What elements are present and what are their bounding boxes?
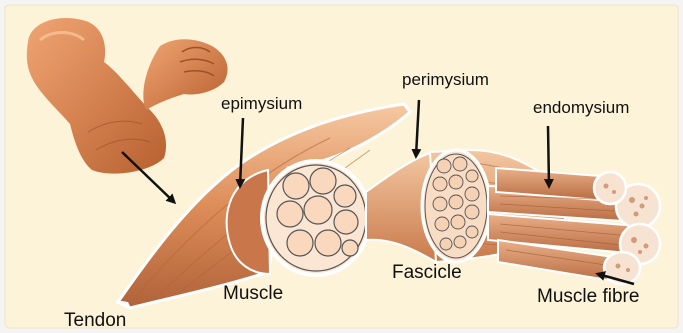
label-perimysium: perimysium: [402, 70, 489, 90]
muscle-cross-section: [262, 161, 370, 275]
label-epimysium: epimysium: [221, 94, 302, 114]
label-muscle-fibre: Muscle fibre: [537, 286, 639, 308]
endomysium-arrow: [548, 126, 549, 186]
label-muscle: Muscle: [223, 283, 283, 305]
label-fascicle: Fascicle: [392, 262, 462, 284]
label-endomysium: endomysium: [533, 98, 629, 118]
label-tendon: Tendon: [64, 310, 126, 332]
fascicle-cross-section: [422, 150, 490, 262]
